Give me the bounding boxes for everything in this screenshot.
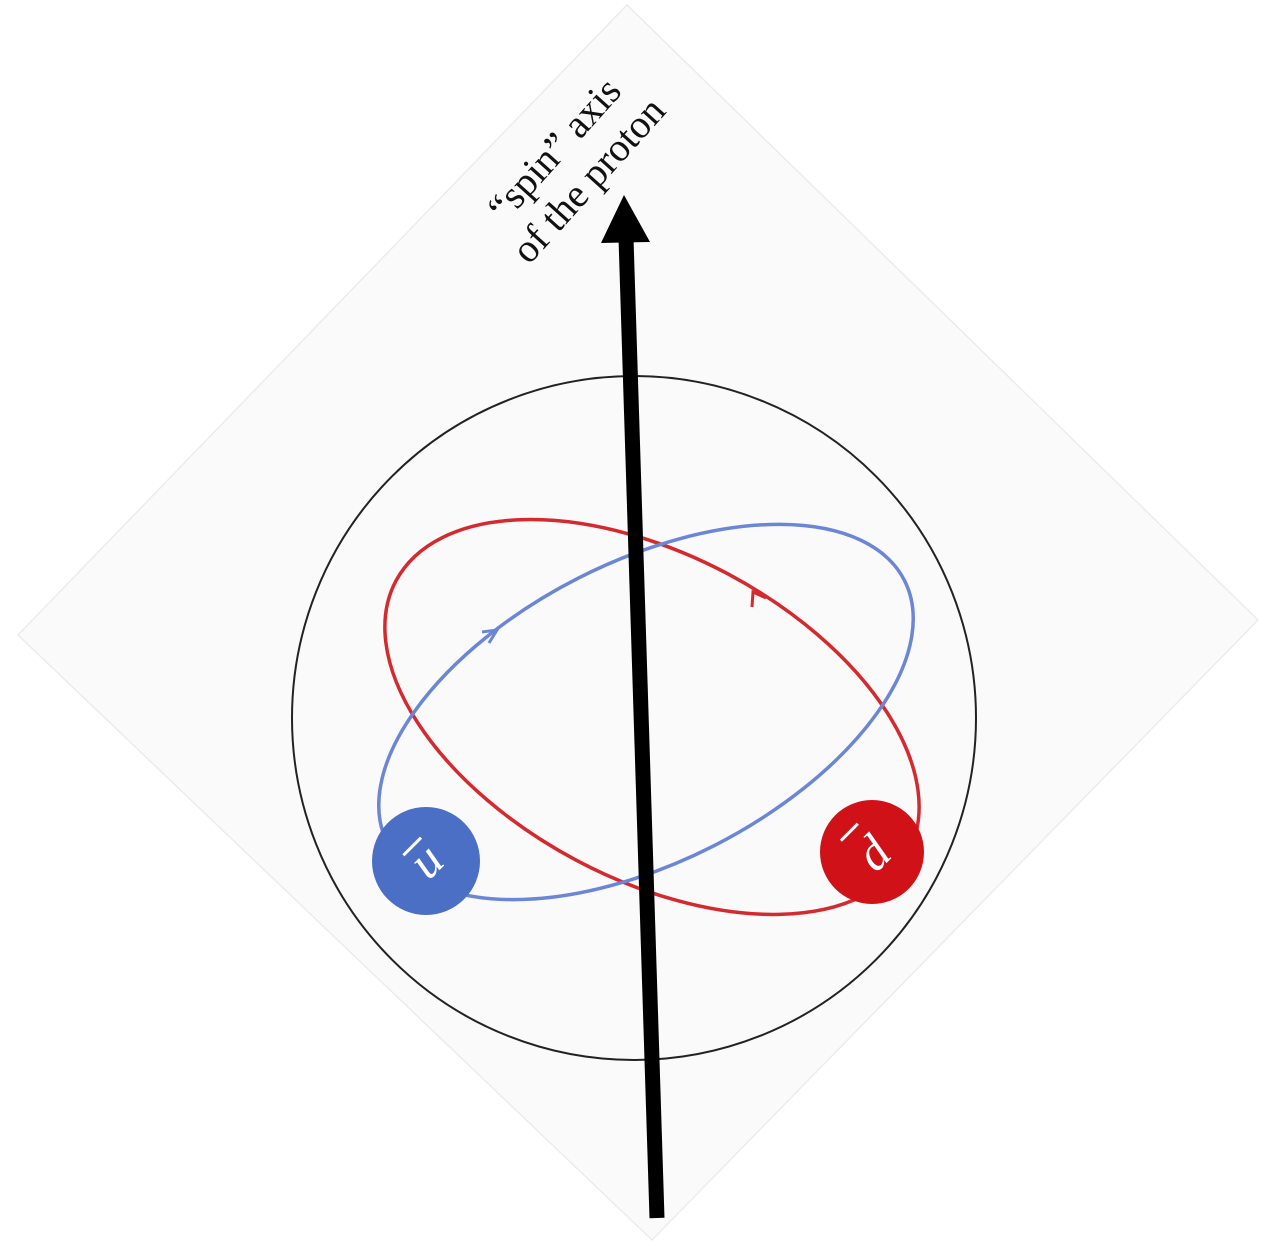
d-bar-quark: d [820,800,924,904]
u-bar-quark: u [372,807,480,915]
